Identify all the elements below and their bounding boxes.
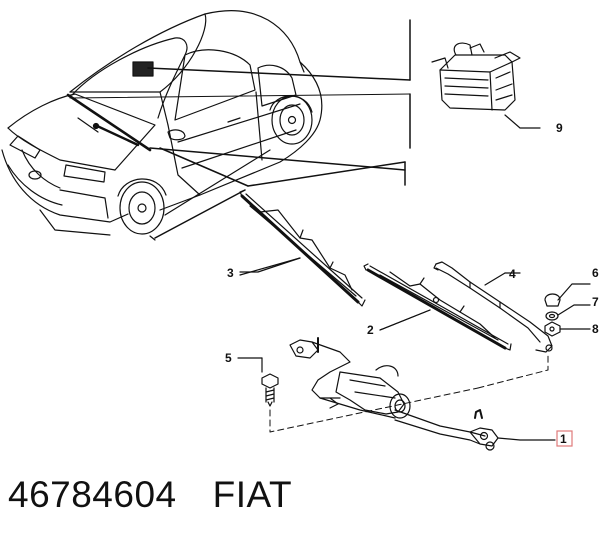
callout-6: 6 bbox=[592, 266, 599, 280]
part-caption: 46784604 FIAT bbox=[8, 474, 292, 516]
callout-3: 3 bbox=[227, 266, 234, 280]
brand-name: FIAT bbox=[212, 474, 293, 515]
part-7-washer bbox=[545, 304, 591, 321]
part-2-wiper-blade bbox=[363, 263, 512, 351]
callout-7: 7 bbox=[592, 295, 599, 309]
callout-leaders bbox=[239, 257, 521, 331]
car-illustration bbox=[1, 10, 323, 241]
leader-lines bbox=[69, 19, 411, 239]
part-number: 46784604 bbox=[8, 474, 177, 515]
callout-2: 2 bbox=[367, 323, 374, 337]
part-1-wiper-linkage bbox=[289, 337, 556, 451]
callout-1-highlight bbox=[556, 430, 573, 447]
part-8-nut bbox=[544, 321, 591, 337]
part-3-wiper-blade bbox=[239, 189, 366, 307]
callout-5: 5 bbox=[225, 351, 232, 365]
part-6-cap bbox=[544, 283, 591, 307]
part-4-wiper-arm bbox=[433, 261, 553, 353]
callout-1: 1 bbox=[560, 432, 567, 446]
part-5-screw bbox=[237, 357, 279, 407]
callout-labels: 1 2 3 4 5 6 7 8 9 bbox=[225, 121, 599, 446]
callout-4: 4 bbox=[509, 267, 516, 281]
callout-9: 9 bbox=[556, 121, 563, 135]
callout-8: 8 bbox=[592, 322, 599, 336]
assembly-dashed-lines bbox=[269, 354, 549, 433]
part-9-relay-module bbox=[431, 42, 541, 129]
